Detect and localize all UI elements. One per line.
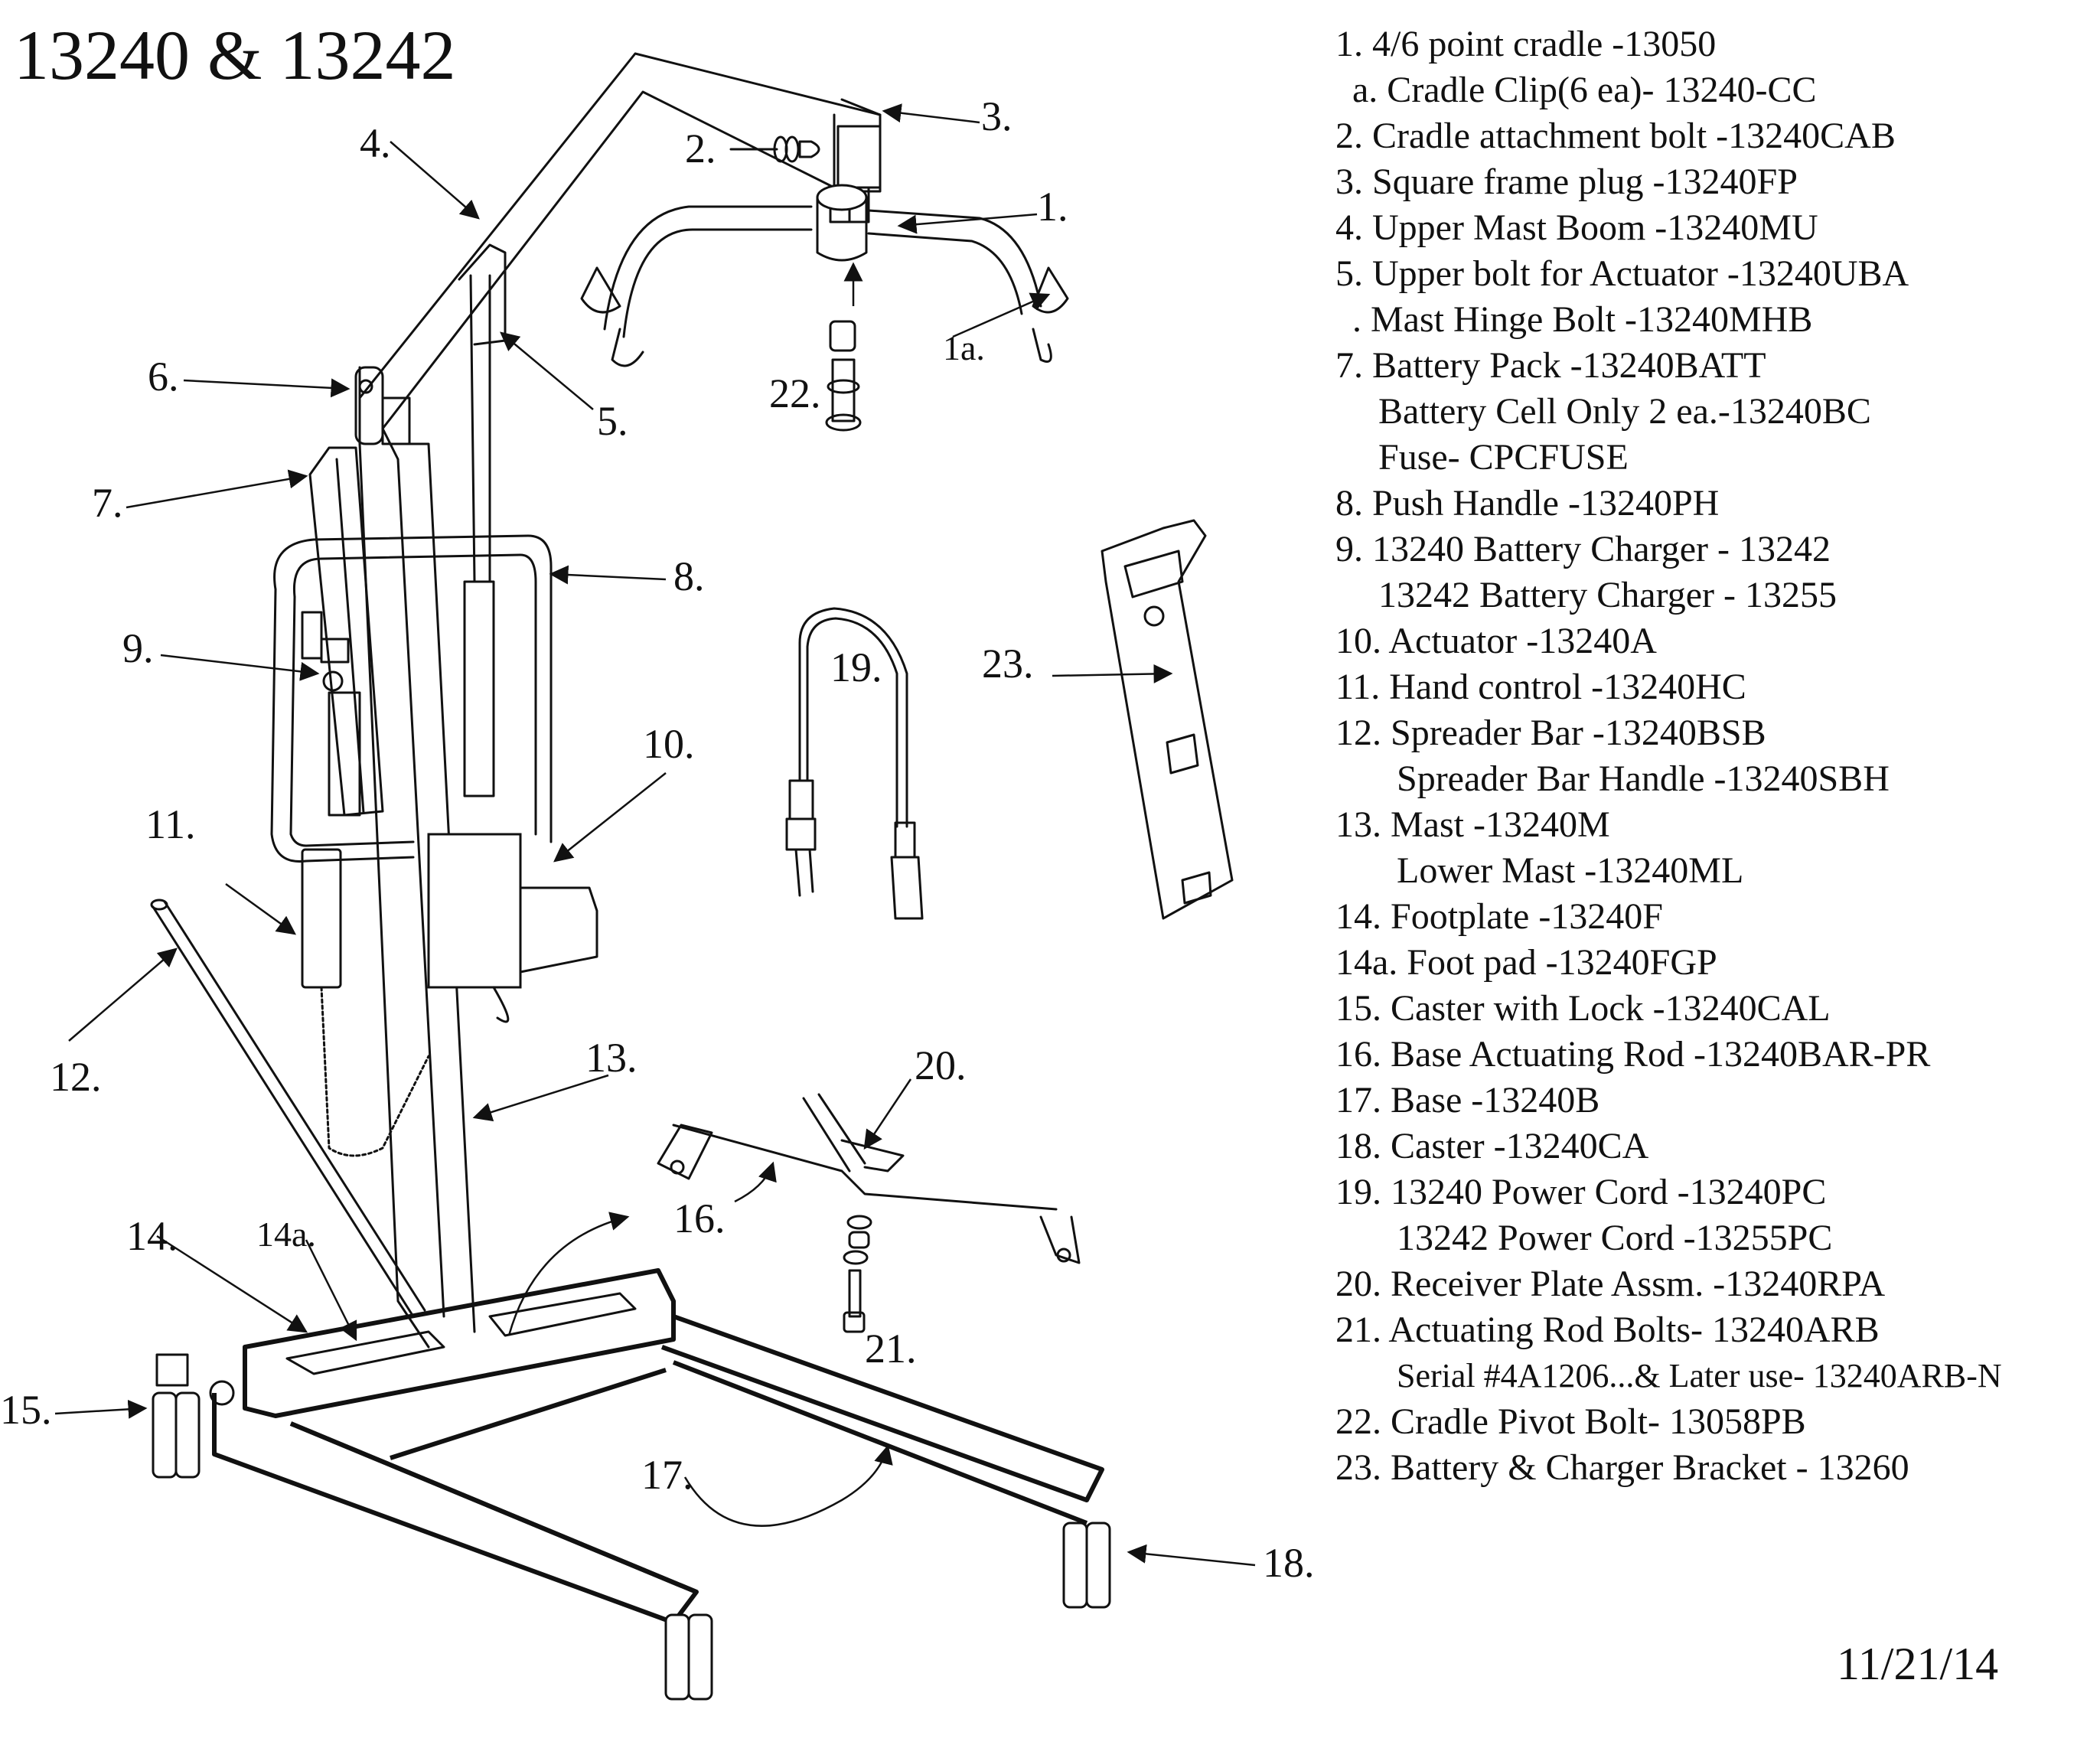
parts-list-item: a. Cradle Clip(6 ea)- 13240-CC [1352,70,1817,110]
callout-7: 7. [92,480,123,526]
callout-18: 18. [1263,1540,1315,1586]
parts-list-item: 14. Footplate -13240F [1335,896,1663,937]
parts-list-item: 14a. Foot pad -13240FGP [1335,942,1717,983]
callout-14a: 14a. [256,1215,316,1254]
parts-list-item: 15. Caster with Lock -13240CAL [1335,988,1831,1029]
callout-8: 8. [673,553,705,599]
spreader-bar [150,899,426,1318]
callout-12: 12. [50,1054,102,1100]
parts-list-item: 18. Caster -13240CA [1335,1126,1649,1166]
callout-1: 1. [1037,184,1068,230]
battery-charger-bracket [1101,519,1234,920]
callout-5: 5. [597,398,628,444]
parts-list-item: Lower Mast -13240ML [1397,850,1744,891]
parts-list-item: Serial #4A1206...& Later use- 13240ARB-N [1397,1357,2002,1394]
parts-list-item: 3. Square frame plug -13240FP [1335,161,1798,202]
parts-list-item: 17. Base -13240B [1335,1080,1600,1120]
push-handle [270,534,553,863]
caster-front-right [1062,1522,1111,1609]
parts-list-item: 9. 13240 Battery Charger - 13242 [1335,529,1831,569]
parts-list-item: Battery Cell Only 2 ea.-13240BC [1378,391,1871,432]
callout-16: 16. [673,1195,726,1241]
callout-11: 11. [145,801,196,847]
callout-1a: 1a. [943,328,985,367]
callout-14: 14. [126,1213,178,1259]
callout-22: 22. [769,370,821,416]
parts-list-item: 11. Hand control -13240HC [1335,667,1746,707]
leader-lines [54,103,1256,1567]
battery-charger [301,611,361,817]
callout-9: 9. [122,625,154,671]
upper-mast-boom [358,52,882,430]
caster-with-lock [152,1353,235,1479]
hand-control [301,848,430,1157]
parts-list-item: . Mast Hinge Bolt -13240MHB [1352,299,1813,340]
callout-19: 19. [830,644,882,690]
power-cord [785,607,924,920]
cradle-attachment-bolt [729,135,820,163]
caster-front-left [664,1613,713,1701]
parts-list-item: Fuse- CPCFUSE [1378,437,1629,478]
parts-list-item: 13242 Battery Charger - 13255 [1378,575,1837,615]
actuating-rod-bolts [843,1215,872,1333]
callout-23: 23. [982,641,1034,687]
parts-list-item: 19. 13240 Power Cord -13240PC [1335,1172,1827,1212]
parts-list: 1. 4/6 point cradle -13050 a. Cradle Cli… [1335,21,2002,1491]
parts-list-item: Spreader Bar Handle -13240SBH [1397,758,1890,799]
parts-list-item: 21. Actuating Rod Bolts- 13240ARB [1335,1310,1880,1350]
receiver-plate-assembly [802,1093,905,1173]
callout-10: 10. [643,721,695,767]
actuator [427,243,598,1023]
four-six-point-cradle [580,184,1069,367]
callout-6: 6. [148,354,179,400]
parts-list-item: 16. Base Actuating Rod -13240BAR-PR [1335,1034,1931,1075]
callout-15: 15. [0,1387,52,1433]
parts-list-item: 2. Cradle attachment bolt -13240CAB [1335,116,1896,156]
parts-list-item: 13242 Power Cord -13255PC [1397,1218,1833,1258]
parts-list-item: 7. Battery Pack -13240BATT [1335,345,1766,386]
parts-list-item: 4. Upper Mast Boom -13240MU [1335,207,1818,248]
parts-list-item: 8. Push Handle -13240PH [1335,483,1720,524]
parts-list-item: 1. 4/6 point cradle -13050 [1335,24,1717,64]
callout-21: 21. [865,1326,917,1372]
page-title: 13240 & 13242 [14,16,456,94]
base-actuating-rod [657,1124,1081,1264]
parts-list-item: 5. Upper bolt for Actuator -13240UBA [1335,253,1909,294]
parts-list-item: 10. Actuator -13240A [1335,621,1657,661]
revision-date: 11/21/14 [1837,1639,1999,1689]
callout-13: 13. [585,1035,638,1081]
callout-2: 2. [685,126,716,171]
parts-list-item: 23. Battery & Charger Bracket - 13260 [1335,1447,1909,1488]
callout-20: 20. [915,1042,967,1088]
callout-17: 17. [641,1452,693,1498]
base-footplate [243,1268,676,1418]
parts-list-item: 13. Mast -13240M [1335,804,1610,845]
parts-list-item: 20. Receiver Plate Assm. -13240RPA [1335,1264,1886,1304]
base [212,1314,1104,1625]
parts-list-item: 12. Spreader Bar -13240BSB [1335,713,1766,753]
cradle-pivot-bolt [825,320,862,432]
parts-list-item: 22. Cradle Pivot Bolt- 13058PB [1335,1401,1806,1442]
mast [354,366,476,1349]
callout-4: 4. [360,120,391,166]
callout-3: 3. [981,93,1012,139]
